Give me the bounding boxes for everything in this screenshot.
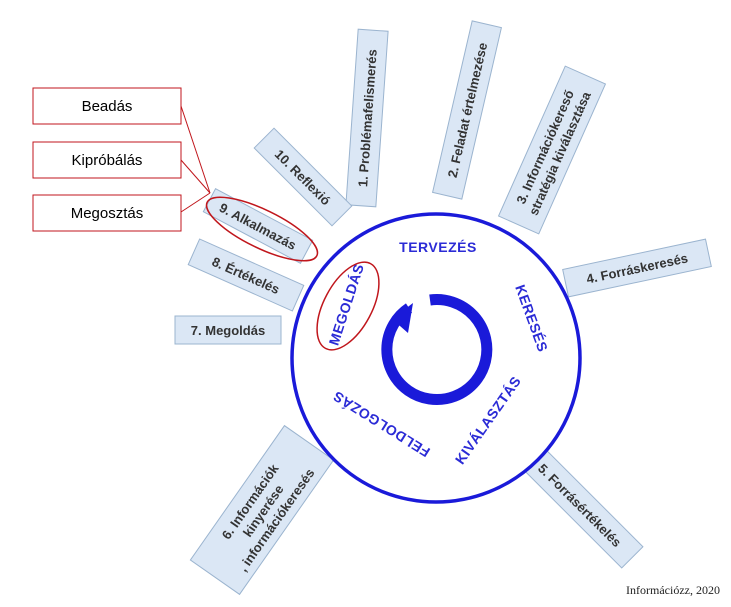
credit-text: Információzz, 2020 [626,583,720,597]
cycle-arrow-head-icon [392,303,413,333]
connector-line-2 [180,159,211,194]
phase-planning-label: TERVEZÉS [399,239,477,255]
step-6-box: 6. Információk kinyerése , információker… [189,424,335,596]
highlight-solution-ellipse [316,261,380,351]
action-label-2: Kipróbálás [72,152,143,169]
step-2-box: 2. Feladat értelmezése [431,20,503,200]
action-label-3: Megosztás [71,205,144,222]
action-box-2: Kipróbálás [32,141,182,179]
step-7-label: 7. Megoldás [191,323,265,338]
action-box-1: Beadás [32,87,182,125]
step-5-label: 5. Forrásértékelés [535,461,624,550]
connector-line-3 [180,192,211,213]
step-3-box: 3. Információkereső stratégia kiválasztá… [497,65,607,235]
action-label-1: Beadás [82,98,133,115]
main-cycle-circle [290,212,582,504]
highlight-application-ellipse [205,196,319,262]
step-10-label: 10. Reflexió [272,147,334,209]
cycle-arrow-icon [381,294,493,406]
step-7-box: 7. Megoldás [174,315,282,345]
connector-line-1 [180,105,211,194]
action-box-3: Megosztás [32,194,182,232]
step-4-box: 4. Forráskeresés [562,238,712,298]
step-1-box: 1. Problémafelismerés [345,28,389,208]
